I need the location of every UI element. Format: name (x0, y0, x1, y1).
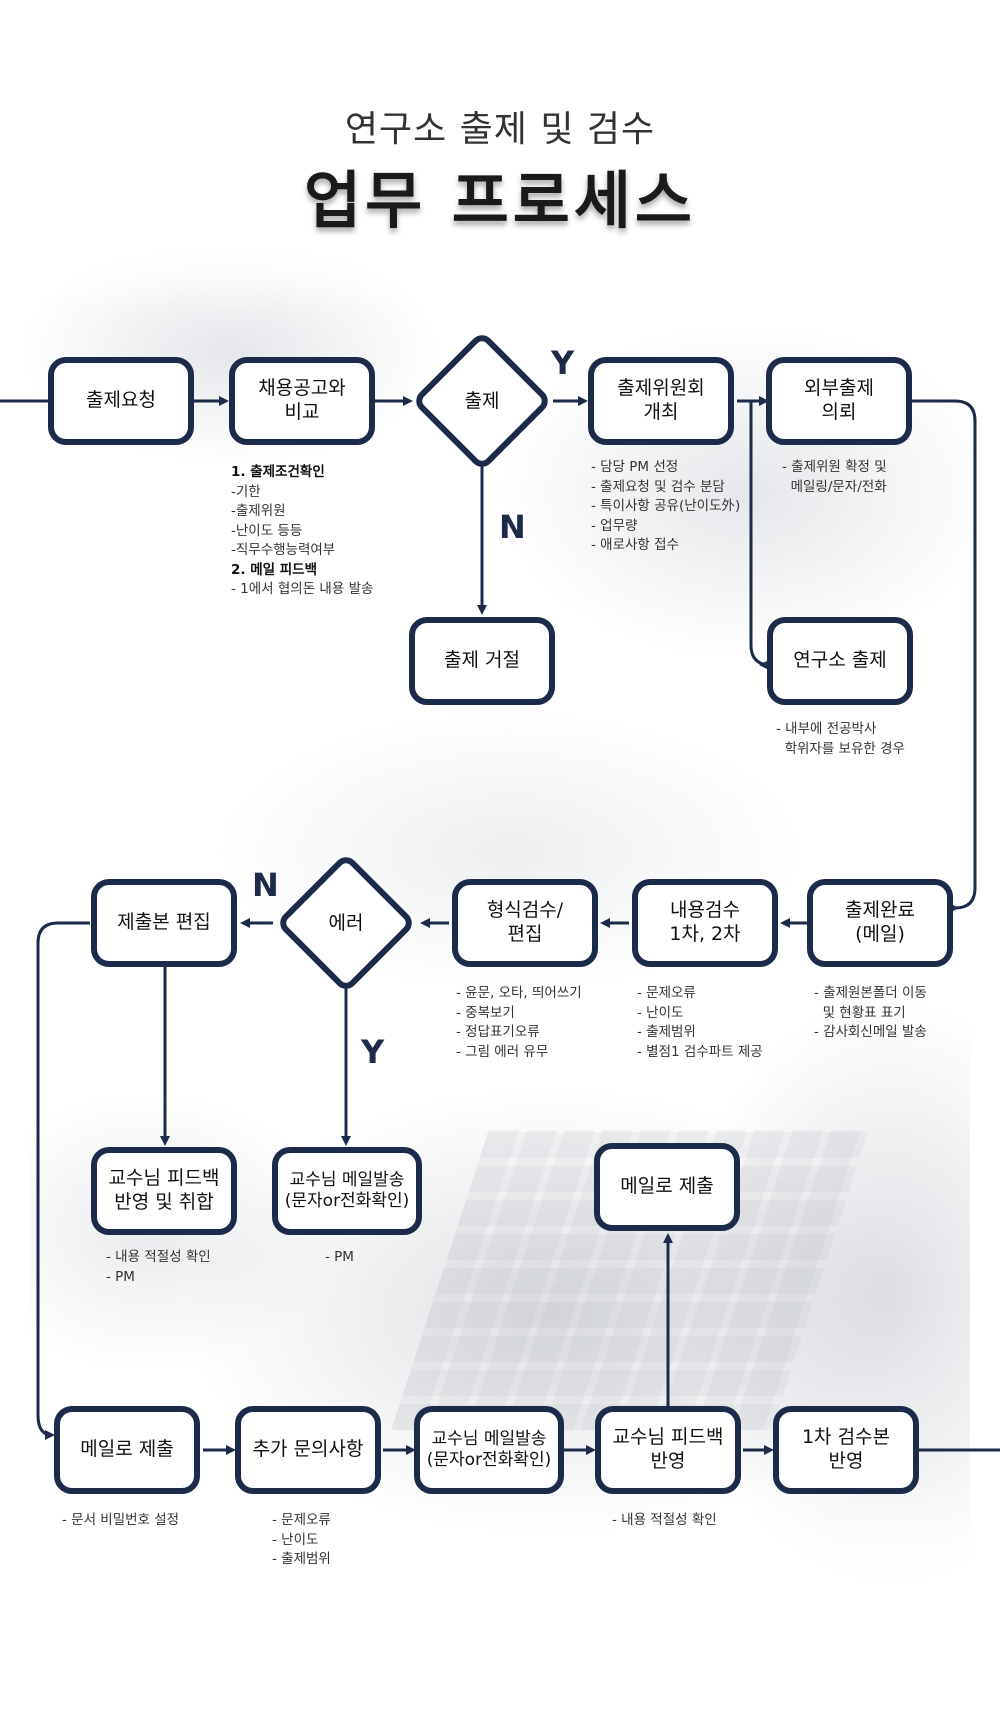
node-error-label: 에러 (328, 912, 364, 934)
node-prof-feedback-select: 교수님 피드백 반영 및 취합 (91, 1147, 237, 1235)
note-content-review: - 문제오류 - 난이도 - 출제범위 - 별점1 검수파트 제공 (637, 985, 763, 1060)
note-format-review: - 윤문, 오타, 띄어쓰기 - 중복보기 - 정답표기오류 - 그림 에러 유… (456, 985, 582, 1060)
background-fade-top (0, 232, 1000, 312)
node-mail-submit: 메일로 제출 (54, 1406, 200, 1494)
node-done: 출제완료 (메일) (807, 879, 953, 967)
note-mail-submit: - 문서 비밀번호 설정 (62, 1512, 180, 1528)
node-compare: 채용공고와 비교 (229, 357, 375, 445)
node-external: 외부출제 의뢰 (766, 357, 912, 445)
node-issue-label: 출제 (464, 390, 500, 412)
node-mail-submit-top: 메일로 제출 (594, 1143, 740, 1231)
label-issue-yes: Y (551, 344, 575, 382)
label-error-yes: Y (361, 1033, 385, 1071)
node-edit-submit: 제출본 편집 (91, 879, 237, 967)
node-request: 출제요청 (48, 357, 194, 445)
node-reject: 출제 거절 (409, 617, 555, 705)
node-lab-issue: 연구소 출제 (767, 617, 913, 705)
node-committee: 출제위원회 개최 (588, 357, 734, 445)
note-prof-mail-1: - PM (325, 1249, 354, 1265)
label-issue-no: N (499, 508, 526, 546)
label-error-no: N (252, 866, 279, 904)
note-external: - 출제위원 확정 및 메일링/문자/전화 (782, 459, 887, 495)
node-first-review: 1차 검수본 반영 (773, 1406, 919, 1494)
note-extra-inquiry: - 문제오류 - 난이도 - 출제범위 (272, 1512, 331, 1567)
connector-edit-mailsubmit (36, 921, 90, 1440)
connector-external-done (912, 399, 977, 913)
node-format-review: 형식검수/ 편집 (452, 879, 598, 967)
note-lab-issue: - 내부에 전공박사 학위자를 보유한 경우 (776, 721, 905, 757)
page-subtitle: 연구소 출제 및 검수 (344, 109, 656, 150)
node-prof-feedback: 교수님 피드백 반영 (595, 1406, 741, 1494)
node-prof-mail-2: 교수님 메일발송 (문자or전화확인) (414, 1406, 564, 1494)
note-committee: - 담당 PM 선정 - 출제요청 및 검수 분담 - 특이사항 공유(난이도外… (591, 459, 741, 553)
node-extra-inquiry: 추가 문의사항 (235, 1406, 381, 1494)
connector-committee-lab (749, 401, 772, 670)
node-content-review: 내용검수 1차, 2차 (632, 879, 778, 967)
note-prof-feedback: - 내용 적절성 확인 (612, 1512, 717, 1528)
note-prof-feedback-select: - 내용 적절성 확인 - PM (106, 1249, 211, 1285)
note-done: - 출제원본폴더 이동 및 현황표 표기 - 감사회신메일 발송 (814, 985, 927, 1040)
background-fade-bottom (0, 1480, 1000, 1718)
note-compare: 1. 출제조건확인 -기한 -출제위원 -난이도 등등 -직무수행능력여부 2.… (231, 464, 374, 597)
page-title: 업무 프로세스 (304, 164, 696, 237)
node-prof-mail-1: 교수님 메일발송 (문자or전화확인) (272, 1147, 422, 1235)
